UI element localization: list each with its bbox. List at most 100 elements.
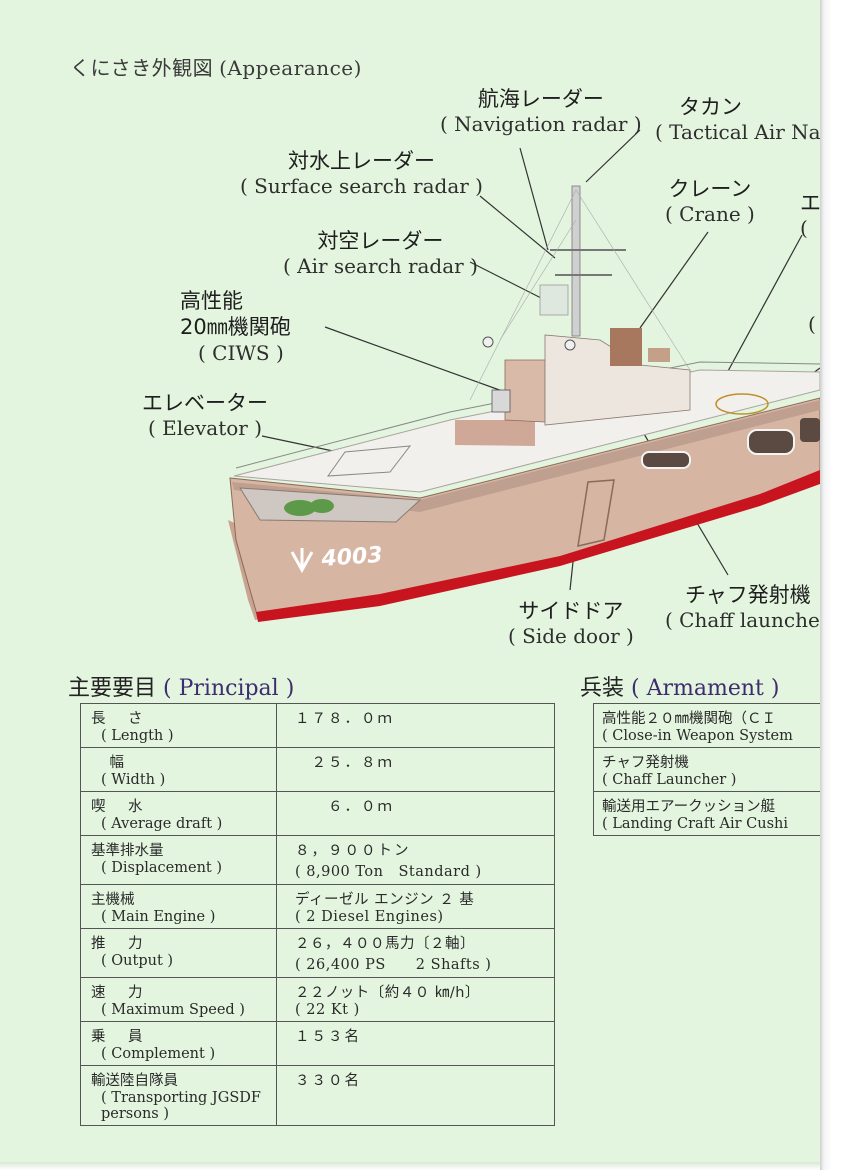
brochure-page: くにさき外観図(Appearance) (0, 0, 820, 1162)
callout-chaff-en: ( Chaff launche (665, 608, 820, 633)
key-en: ( Maximum Speed ) (101, 1002, 245, 1018)
value-jp: ディーゼル エンジン ２ 基 (295, 892, 475, 908)
table-row: 乗 員( Complement ) １５３名 (80, 1021, 555, 1066)
callout-cut-right-1: エ ( (800, 190, 820, 241)
row-key: 幅( Width ) (80, 747, 277, 792)
callout-elevator-en: ( Elevator ) (147, 416, 262, 441)
callout-ciws-jp1: 高性能 (180, 289, 243, 313)
row-key: 輸送陸自隊員( Transporting JGSDF persons ) (80, 1065, 277, 1126)
callout-cut-right-1-jp: エ (800, 191, 820, 215)
table-row: 喫 水( Average draft ) ６．０ｍ (80, 791, 555, 836)
table-row: 速 力( Maximum Speed ) ２２ノット〔約４０ ㎞/h〕( 22 … (80, 977, 555, 1022)
radome (564, 339, 576, 351)
winch-1 (284, 500, 316, 516)
callout-chaff-jp: チャフ発射機 (685, 583, 811, 607)
key-jp: 推 力 (91, 936, 147, 952)
boat-opening-2 (747, 429, 795, 455)
callout-side-door-jp: サイドドア (518, 599, 624, 623)
callout-crane: クレーン ( Crane ) (665, 176, 755, 227)
main-mast (571, 185, 581, 337)
value-jp: ６．０ｍ (295, 799, 394, 815)
callout-side-door-en: ( Side door ) (508, 624, 634, 649)
armament-jp: 高性能２０㎜機関砲（ＣＩ (602, 711, 776, 727)
key-jp: 基準排水量 (91, 843, 164, 859)
row-key: 主機械( Main Engine ) (80, 884, 277, 929)
row-key: 基準排水量( Displacement ) (80, 835, 277, 885)
armament-jp: チャフ発射機 (602, 755, 689, 771)
key-en: ( Transporting JGSDF persons ) (101, 1090, 261, 1122)
armament-cell: チャフ発射機( Chaff Launcher ) (593, 747, 820, 792)
key-jp: 速 力 (91, 985, 147, 1001)
key-en: ( Length ) (101, 728, 174, 744)
hull-number: 4003 (320, 543, 384, 572)
row-value: ２２ノット〔約４０ ㎞/h〕( 22 Kt ) (276, 977, 555, 1022)
page-title-jp: くにさき外観図 (70, 56, 214, 80)
armament-cell: 高性能２０㎜機関砲（ＣＩ( Close-in Weapon System (593, 703, 820, 748)
armament-en: ( Close-in Weapon System (602, 728, 793, 744)
callout-navigation-radar-en: ( Navigation radar ) (440, 112, 642, 137)
key-en: ( Average draft ) (101, 816, 223, 832)
row-value: ３３０名 (276, 1065, 555, 1126)
callout-air-radar: 対空レーダー ( Air search radar ) (283, 228, 478, 279)
helipad-marking (715, 393, 769, 415)
key-jp: 乗 員 (91, 1029, 147, 1045)
callout-crane-jp: クレーン (668, 177, 752, 201)
callout-air-radar-jp: 対空レーダー (317, 229, 444, 253)
armament-heading: 兵装 ( Armament ) (580, 670, 779, 702)
side-door (577, 479, 615, 547)
callout-surface-radar-jp: 対水上レーダー (287, 149, 435, 173)
key-en: ( Displacement ) (101, 860, 222, 876)
funnel (610, 328, 642, 366)
key-jp: 主機械 (91, 892, 135, 908)
callout-cut-right-3: ( (808, 312, 816, 337)
key-en: ( Width ) (101, 772, 166, 788)
table-row: 長 さ( Length ) １７８．０ｍ (80, 703, 555, 748)
row-key: 推 力( Output ) (80, 928, 277, 978)
callout-side-door: サイドドア ( Side door ) (508, 598, 634, 649)
callout-elevator-jp: エレベーター (142, 391, 268, 415)
value-en: ( 2 Diesel Engines) (295, 909, 444, 925)
boat-opening-1 (641, 451, 691, 469)
boat-opening-3 (800, 418, 820, 442)
armament-table: 高性能２０㎜機関砲（ＣＩ( Close-in Weapon System チャフ… (593, 703, 820, 836)
key-jp: 輸送陸自隊員 (91, 1073, 178, 1089)
table-row: 主機械( Main Engine ) ディーゼル エンジン ２ 基( 2 Die… (80, 884, 555, 929)
table-row: 推 力( Output ) ２６，４００馬力〔２軸〕( 26,400 PS 2 … (80, 928, 555, 978)
key-jp: 長 さ (91, 711, 147, 727)
armament-cell: 輸送用エアークッション艇( Landing Craft Air Cushi (593, 791, 820, 836)
armament-en: ( Landing Craft Air Cushi (602, 816, 789, 832)
elevator-outline (326, 445, 412, 477)
air-search-radar (539, 284, 569, 316)
value-jp: ２５．８ｍ (295, 755, 394, 771)
table-row: チャフ発射機( Chaff Launcher ) (593, 747, 820, 792)
callout-cut-right-2-en: ( (800, 216, 808, 241)
page-bottom-edge (0, 1162, 820, 1170)
row-value: ２５．８ｍ (276, 747, 555, 792)
value-jp: ２６，４００馬力〔２軸〕 (295, 936, 475, 952)
key-jp: 喫 水 (91, 799, 147, 815)
boot-topping (256, 470, 820, 622)
callout-surface-radar: 対水上レーダー ( Surface search radar ) (240, 148, 483, 199)
page-title: くにさき外観図(Appearance) (70, 52, 362, 81)
table-row: 輸送陸自隊員( Transporting JGSDF persons ) ３３０… (80, 1065, 555, 1126)
funnel-2 (648, 348, 670, 362)
page-edge (820, 0, 850, 1170)
principal-heading-jp: 主要要目 (68, 676, 157, 701)
key-jp: 幅 (91, 755, 128, 771)
table-row: 高性能２０㎜機関砲（ＣＩ( Close-in Weapon System (593, 703, 820, 748)
island-base (455, 420, 535, 446)
island-block-1 (504, 359, 546, 423)
anchor-icon (290, 548, 314, 574)
winch-2 (310, 499, 334, 513)
value-jp: ３３０名 (295, 1073, 361, 1089)
value-en: ( 8,900 Ton Standard ) (295, 864, 482, 880)
callout-tacan: タカン ( Tactical Air Na (655, 94, 820, 145)
row-key: 長 さ( Length ) (80, 703, 277, 748)
radome-2 (482, 336, 494, 348)
value-jp: １５３名 (295, 1029, 361, 1045)
row-key: 乗 員( Complement ) (80, 1021, 277, 1066)
row-value: １７８．０ｍ (276, 703, 555, 748)
row-value: ８，９００トン( 8,900 Ton Standard ) (276, 835, 555, 885)
armament-en: ( Chaff Launcher ) (602, 772, 737, 788)
row-value: ディーゼル エンジン ２ 基( 2 Diesel Engines) (276, 884, 555, 929)
